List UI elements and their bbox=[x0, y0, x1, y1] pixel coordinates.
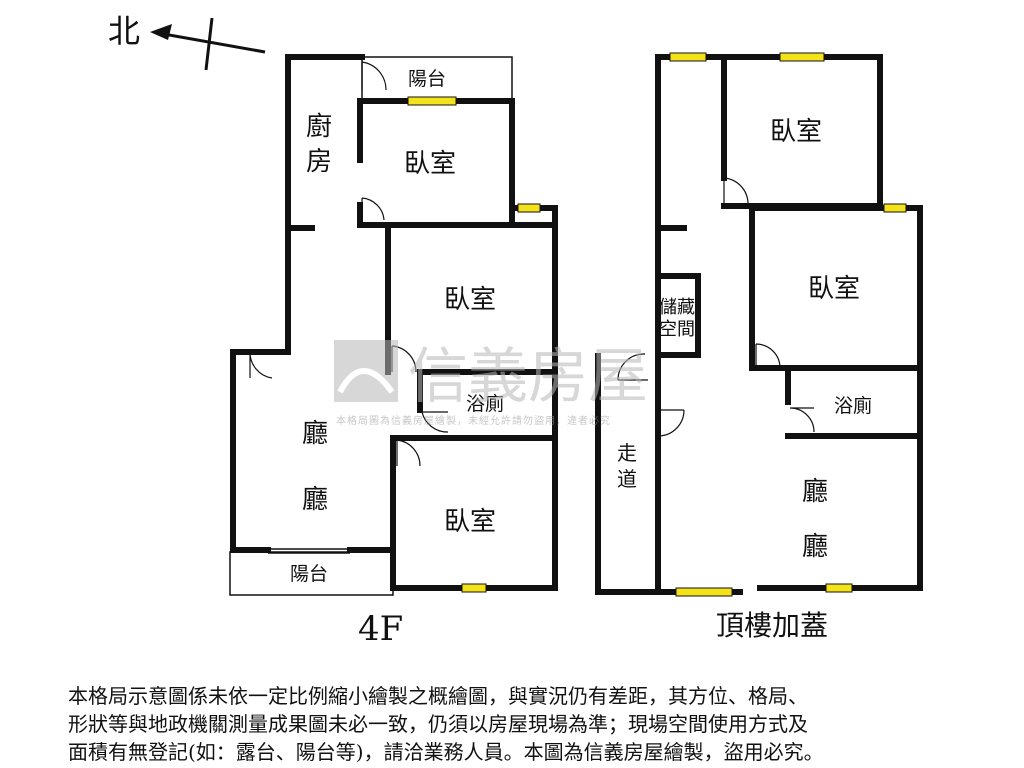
label-hall-top-1: 廳 bbox=[802, 477, 828, 507]
watermark: 信義房屋 本格局圖為信義房屋繪製，未經允許請勿盜用，違者必究 bbox=[334, 340, 648, 427]
window-top-4 bbox=[675, 587, 733, 597]
label-kitchen-1: 廚 bbox=[306, 112, 332, 142]
label-bedroom-4f-c: 臥室 bbox=[444, 507, 496, 537]
window-top-1 bbox=[669, 52, 707, 62]
door-top-bedroom-b bbox=[755, 343, 781, 369]
disclaimer-line-1: 本格局示意圖係未依一定比例縮小繪製之概繪圖，與實況仍有差距，其方位、格局、 bbox=[68, 684, 808, 708]
disclaimer-line-3: 面積有無登記(如：露台、陽台等)，請洽業務人員。本圖為信義房屋繪製，盜用必究。 bbox=[68, 740, 824, 764]
label-bath-4f: 浴廁 bbox=[466, 392, 504, 415]
north-compass: 北 bbox=[108, 12, 266, 71]
plan-top-floor: 臥室 臥室 儲藏 空間 浴廁 走 道 廳 廳 頂樓加蓋 bbox=[595, 52, 923, 642]
window-top-3 bbox=[883, 203, 907, 213]
label-bath-top: 浴廁 bbox=[834, 394, 872, 417]
label-storage-2: 空間 bbox=[659, 319, 695, 340]
window-4f-3 bbox=[461, 583, 487, 593]
label-hall-4f-2: 廳 bbox=[302, 485, 328, 515]
label-corridor-1: 走 bbox=[617, 441, 637, 465]
label-hall-top-2: 廳 bbox=[802, 532, 828, 562]
title-4f: 4F bbox=[358, 609, 403, 649]
walls-top-floor bbox=[595, 54, 923, 595]
window-4f-2 bbox=[517, 203, 541, 213]
door-4f-bath bbox=[421, 411, 449, 433]
north-label: 北 bbox=[108, 12, 140, 50]
watermark-brand: 信義房屋 bbox=[408, 342, 648, 412]
door-top-bath bbox=[789, 407, 815, 433]
label-storage-1: 儲藏 bbox=[659, 297, 695, 318]
door-4f-living bbox=[249, 351, 273, 379]
window-top-2 bbox=[779, 52, 825, 62]
door-4f-bedroom-a bbox=[361, 197, 385, 222]
door-4f-bedroom-c bbox=[396, 439, 421, 467]
door-top-corridor bbox=[617, 353, 648, 381]
disclaimer-text: 本格局示意圖係未依一定比例縮小繪製之概繪圖，與實況仍有差距，其方位、格局、 形狀… bbox=[68, 682, 968, 766]
label-bedroom-top-a: 臥室 bbox=[770, 117, 822, 147]
door-top-bedroom-a bbox=[723, 177, 749, 205]
window-top-5 bbox=[825, 583, 853, 593]
label-kitchen-2: 房 bbox=[306, 147, 332, 177]
watermark-fineprint: 本格局圖為信義房屋繪製，未經允許請勿盜用，違者必究 bbox=[336, 414, 611, 427]
label-hall-4f-1: 廳 bbox=[302, 419, 328, 449]
title-top-floor: 頂樓加蓋 bbox=[716, 609, 828, 642]
label-bedroom-top-b: 臥室 bbox=[808, 274, 860, 304]
label-balcony-bottom: 陽台 bbox=[290, 563, 328, 585]
window-4f-1 bbox=[407, 96, 457, 106]
door-top-stairs bbox=[656, 409, 685, 437]
label-bedroom-4f-a: 臥室 bbox=[404, 149, 456, 179]
disclaimer-line-2: 形狀等與地政機關測量成果圖未必一致，仍須以房屋現場為準；現場空間使用方式及 bbox=[68, 712, 808, 736]
label-bedroom-4f-b: 臥室 bbox=[444, 285, 496, 315]
door-4f-balcony bbox=[361, 61, 387, 91]
label-balcony-top: 陽台 bbox=[408, 68, 446, 90]
label-corridor-2: 道 bbox=[617, 467, 637, 491]
walls-4f bbox=[230, 54, 558, 591]
